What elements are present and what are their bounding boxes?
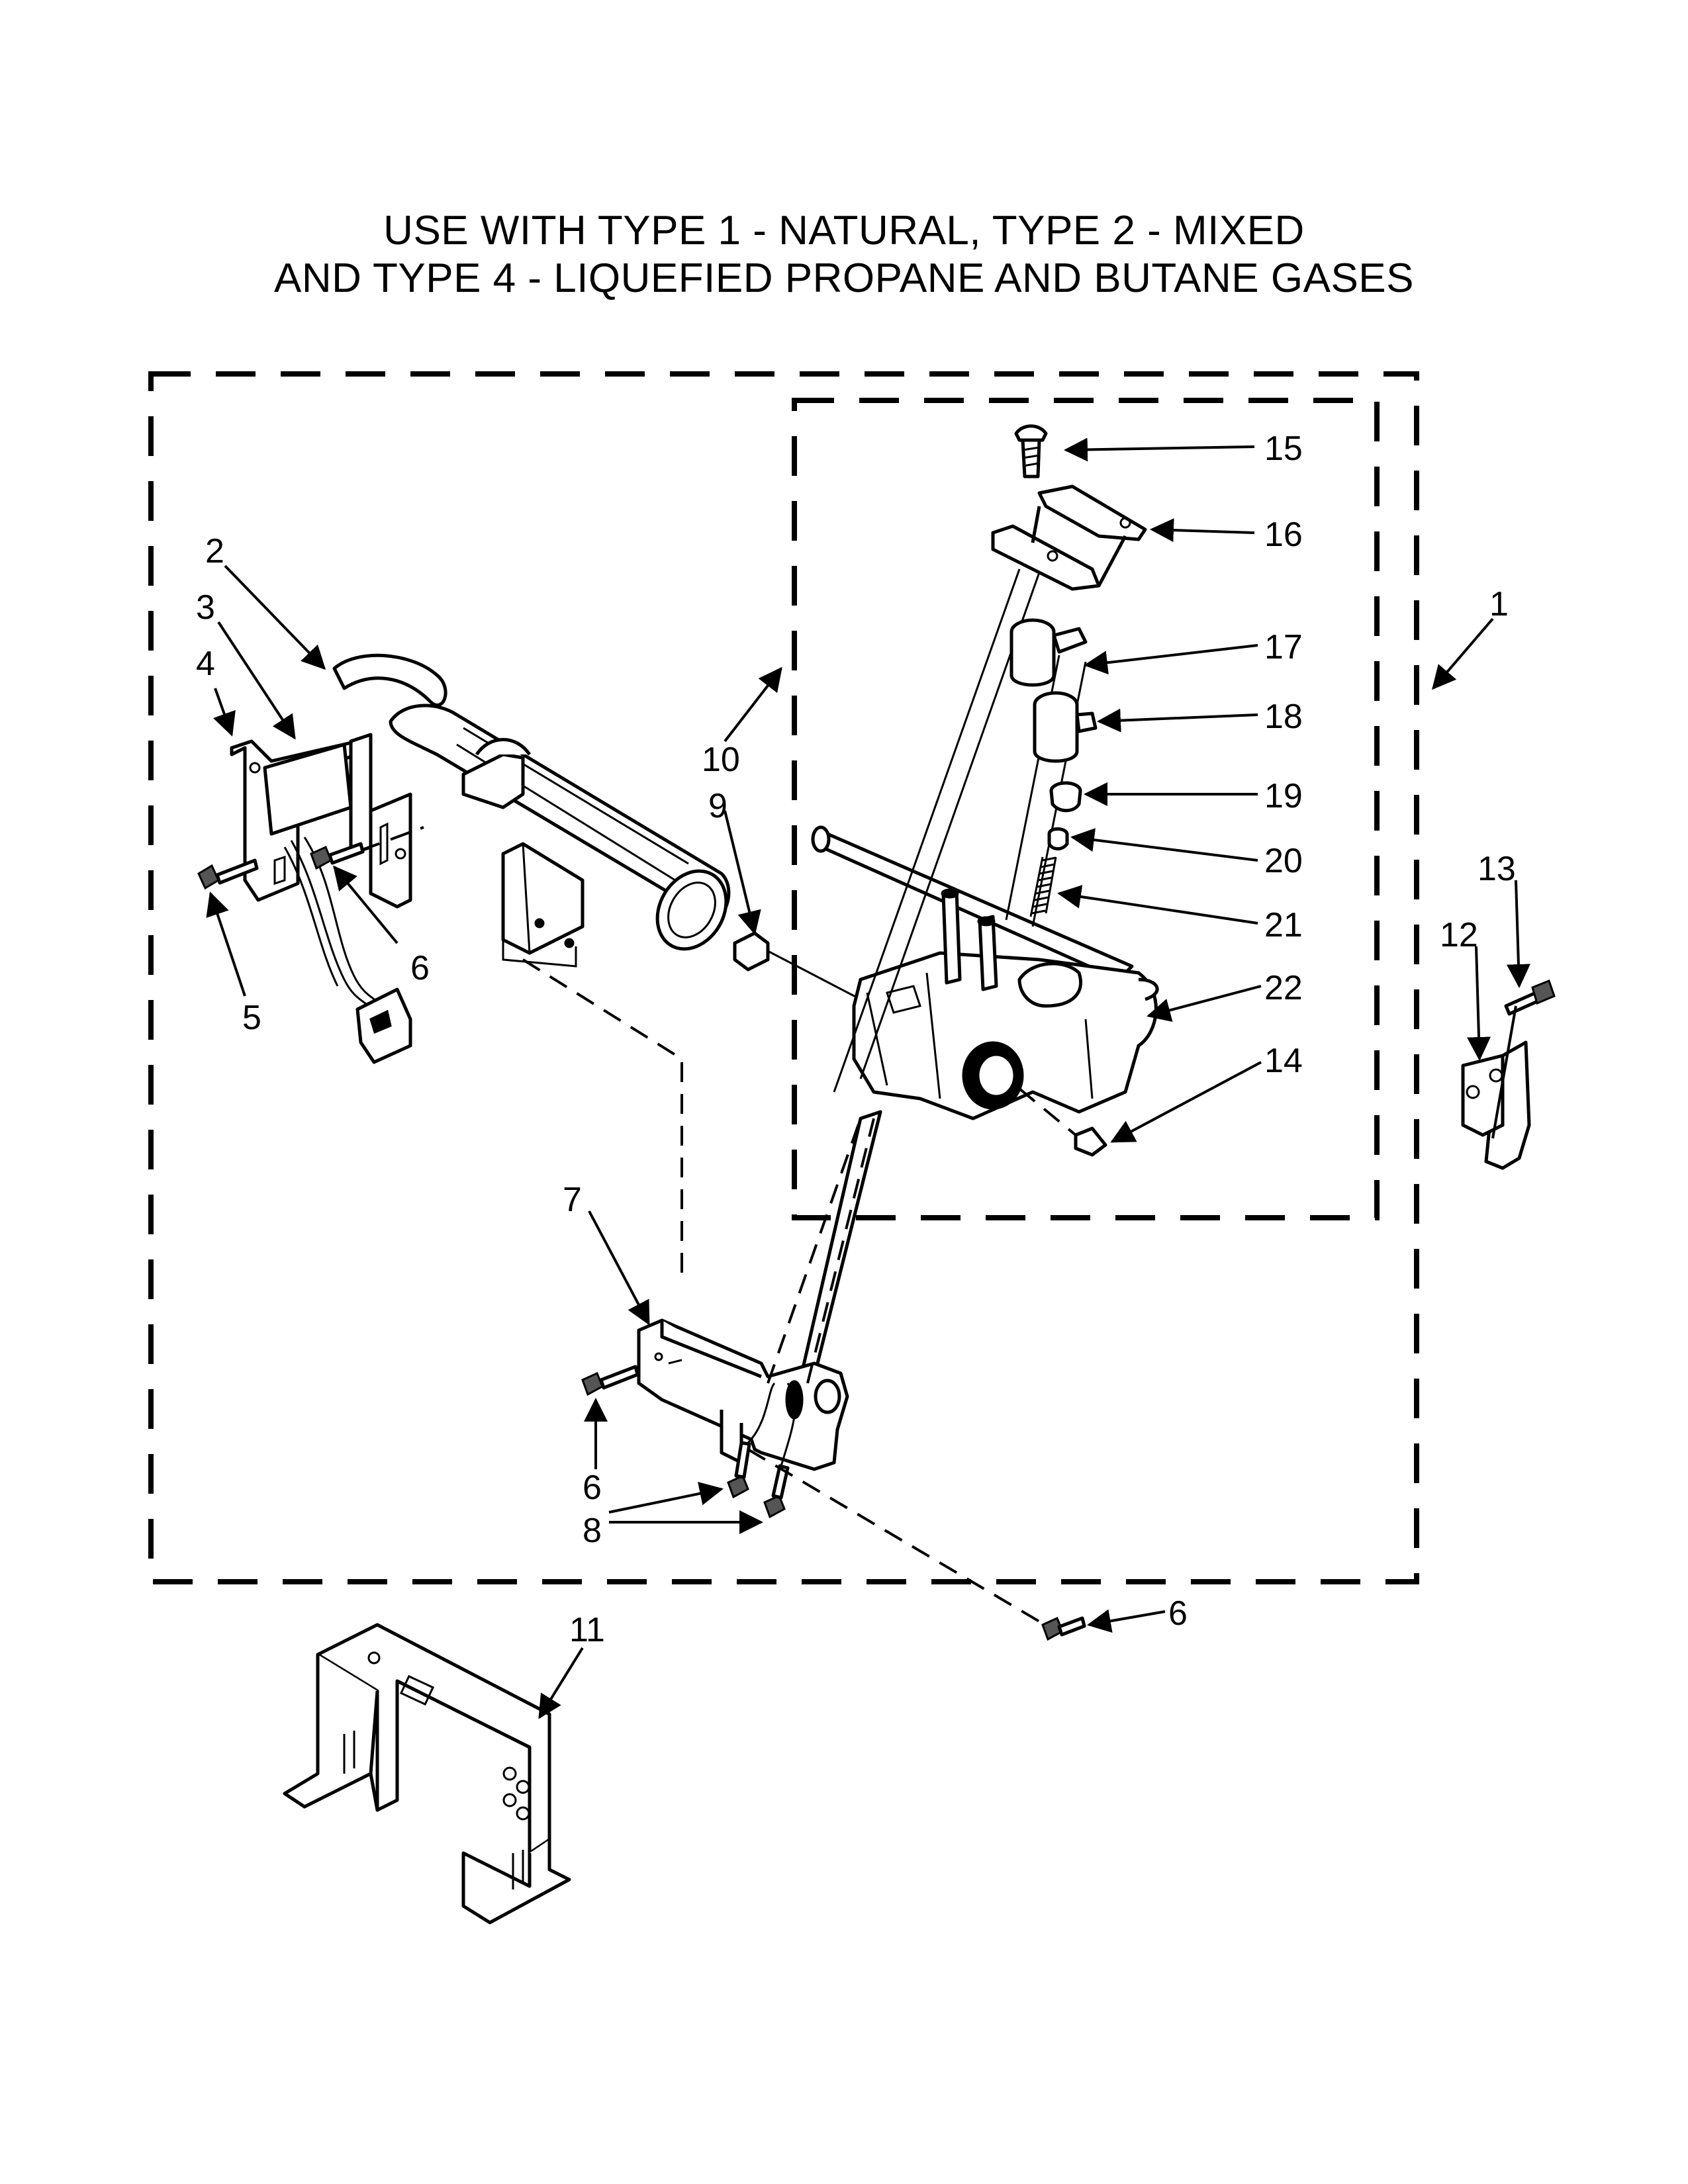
part-2-burner-tube [332,653,731,951]
leader-lines [206,437,1530,1719]
part-17-coil [1009,618,1088,687]
part-20-cap [1047,827,1069,850]
part-6-screw-bracket [581,1365,639,1396]
callout-8: 8 [583,1512,602,1550]
callout-19: 19 [1264,777,1303,815]
callout-16: 16 [1264,516,1303,554]
part-14-plug [1018,1087,1107,1157]
screw-alignment-line-left [360,826,424,852]
part-11-burner-bracket [283,1623,571,1925]
callout-9: 9 [708,787,727,825]
callout-6-bottom: 6 [1168,1594,1188,1633]
part-18-coil [1033,691,1098,763]
callout-14: 14 [1264,1042,1303,1080]
part-6-screw-left [310,842,365,870]
part-22-gas-valve-body [852,951,1159,1120]
diagram-title-line-2: AND TYPE 4 - LIQUEFIED PROPANE AND BUTAN… [273,255,1415,301]
gas-valve-inlet-pipe [811,825,1134,981]
part-6-screw-bottom [1041,1616,1086,1641]
part-19-plug [1049,781,1082,813]
part-8-screw-a [727,1441,751,1499]
flame-sensor-bracket [501,842,585,968]
callout-12: 12 [1440,916,1478,954]
part-3-4-switch-bracket [230,733,412,909]
callout-5: 5 [242,999,261,1037]
tube-alignment-line [522,958,683,1284]
callout-labels: 2 3 4 5 6 9 10 7 6 8 6 11 1 13 12 15 16 … [196,430,1516,1649]
inner-assembly-boundary [792,398,1380,1220]
part-12-bracket [1461,1040,1531,1170]
callout-10: 10 [702,741,740,779]
part-8-screw-b [763,1464,790,1519]
callout-7: 7 [563,1181,582,1219]
part-5-screw [197,858,259,890]
callout-3: 3 [196,588,215,627]
coil-guide-line-2 [859,572,1041,1079]
outer-assembly-boundary [148,371,1419,1584]
part-7-valve-bracket [637,1318,849,1471]
callout-13: 13 [1477,850,1516,888]
diagram-title-line-1: USE WITH TYPE 1 - NATURAL, TYPE 2 - MIXE… [383,208,1305,253]
bracket-wires [747,1382,796,1467]
valve-inlet-tubes [941,888,998,991]
callout-4: 4 [196,645,215,683]
part-15-screw [1014,424,1048,478]
callout-20: 20 [1264,842,1303,880]
part-13-screw [1491,979,1556,1139]
callout-17: 17 [1264,628,1303,666]
screw-alignment-line-bottom [747,1448,1041,1623]
callout-1: 1 [1489,585,1509,623]
callout-6-left: 6 [410,949,430,987]
part-21-spring [1029,856,1057,917]
callout-15: 15 [1264,430,1303,468]
valve-alignment-lines [767,1118,875,1384]
part-9-orifice [733,931,861,1001]
callout-21: 21 [1264,906,1303,944]
coil-guide-line-1 [833,569,1021,1093]
part-16-coil-bracket [991,484,1147,591]
callout-18: 18 [1264,698,1303,736]
callout-11: 11 [569,1611,605,1649]
callout-22: 22 [1264,969,1303,1007]
callout-6-bracket: 6 [583,1469,602,1507]
igniter-wire-harness [283,837,412,1064]
callout-2: 2 [205,532,224,570]
valve-tube-long [799,1110,882,1379]
